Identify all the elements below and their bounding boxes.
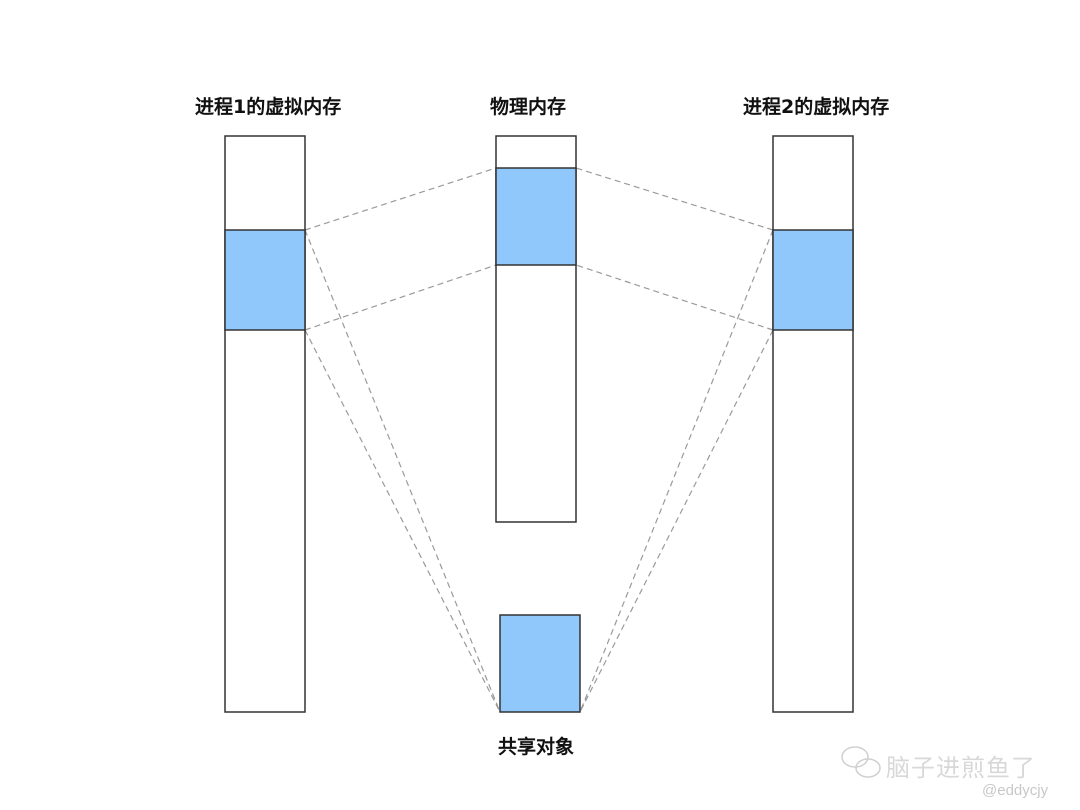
watermark-handle: @eddycjy	[982, 782, 1049, 799]
process2-shared-region	[772, 229, 854, 331]
shared-object-box	[499, 614, 581, 713]
physical-shared-region	[495, 167, 577, 266]
shared-object-label: 共享对象	[498, 736, 575, 758]
process1-label: 进程1的虚拟内存	[195, 96, 342, 118]
wechat-icon	[841, 746, 881, 778]
process1-virtual-memory	[224, 135, 306, 713]
process2-virtual-memory	[772, 135, 854, 713]
physical-memory-label: 物理内存	[490, 96, 567, 118]
process1-shared-region	[224, 229, 306, 331]
process2-label: 进程2的虚拟内存	[743, 96, 890, 118]
watermark-text: 脑子进煎鱼了	[886, 754, 1036, 782]
mapping-lines	[304, 167, 774, 713]
physical-memory	[495, 135, 577, 523]
